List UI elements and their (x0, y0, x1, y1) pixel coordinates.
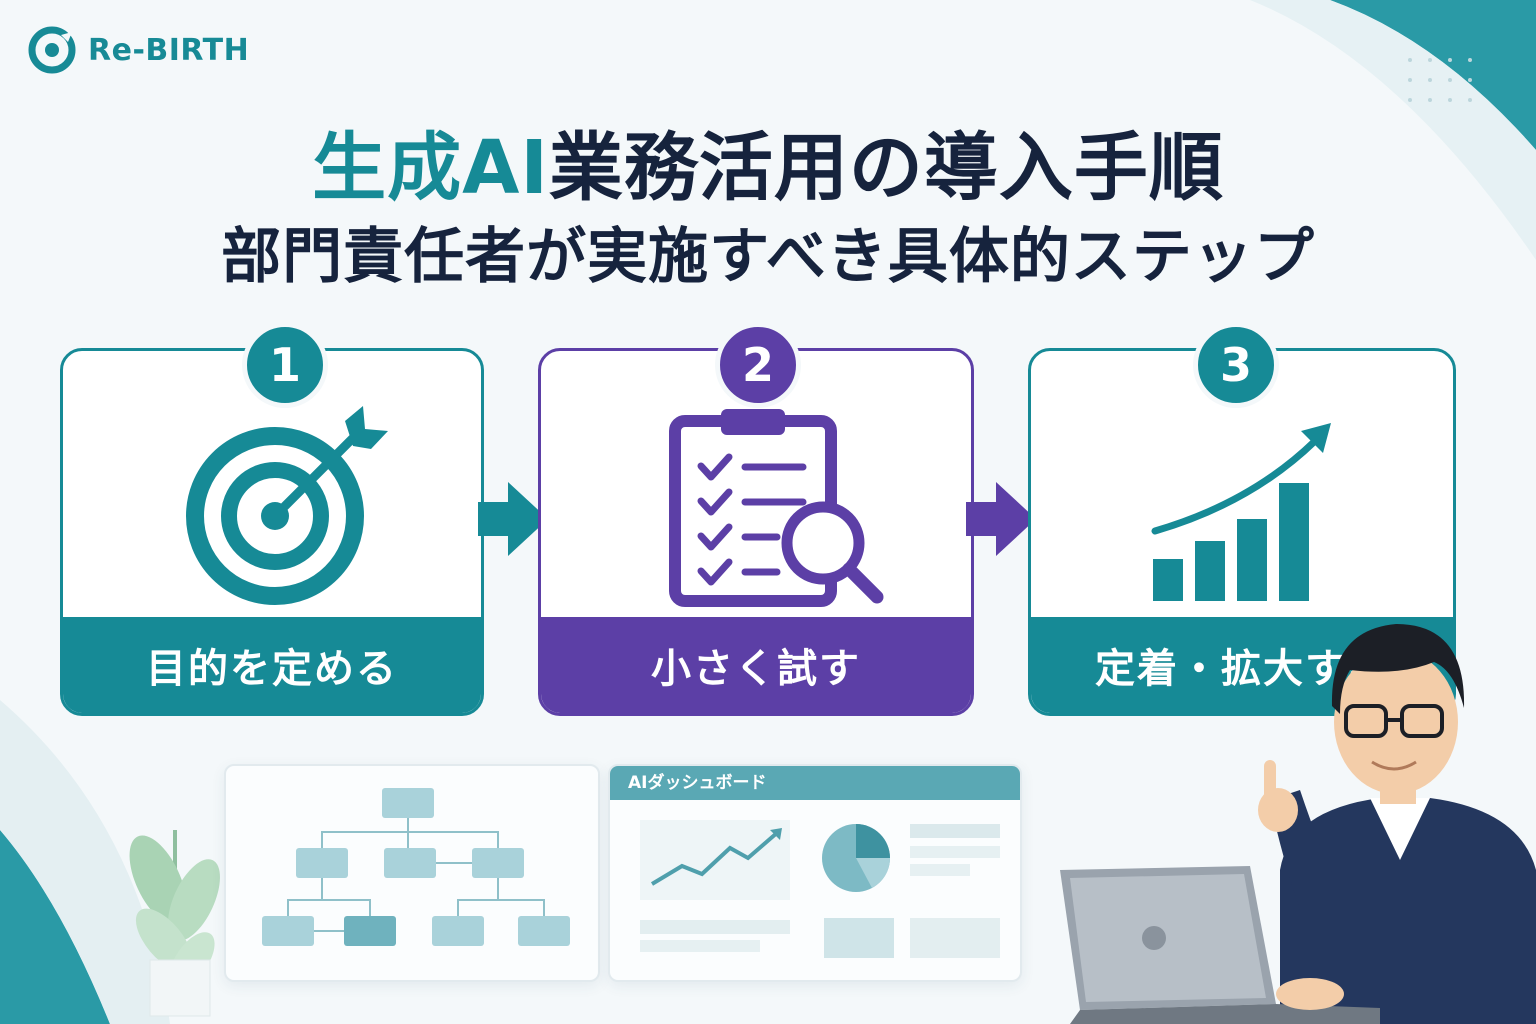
page-subtitle: 部門責任者が実施すべき具体的ステップ (221, 222, 1315, 292)
plant-illustration (129, 830, 220, 1017)
flowchart-panel (224, 764, 600, 982)
arrow-right-icon (966, 482, 1036, 556)
step-number-3: 3 (1193, 322, 1279, 408)
step-label-2: 小さく試す (541, 617, 971, 713)
page-title: 生成AI業務活用の導入手順 (0, 108, 1536, 215)
arrow-right-icon (478, 482, 548, 556)
logo-icon (28, 26, 76, 74)
step-number-2: 2 (715, 322, 801, 408)
dashboard-panel: AIダッシュボード (608, 764, 1022, 982)
title-rest: 業務活用の導入手順 (548, 125, 1224, 211)
flowchart-diagram (262, 788, 570, 946)
target-icon (186, 406, 388, 605)
brand-logo[interactable]: Re-BIRTH (28, 26, 249, 74)
dashboard-title: AIダッシュボード (610, 766, 1020, 800)
dashboard-widgets (640, 820, 1000, 958)
presenter-illustration (1060, 624, 1536, 1024)
step-card-1: 目的を定める (60, 348, 484, 716)
step-label-1: 目的を定める (63, 617, 481, 713)
growth-chart-icon (1151, 423, 1331, 601)
brand-name: Re-BIRTH (88, 32, 250, 68)
step-number-1: 1 (242, 322, 328, 408)
title-accent: 生成AI (312, 125, 549, 211)
checklist-search-icon (669, 409, 884, 607)
